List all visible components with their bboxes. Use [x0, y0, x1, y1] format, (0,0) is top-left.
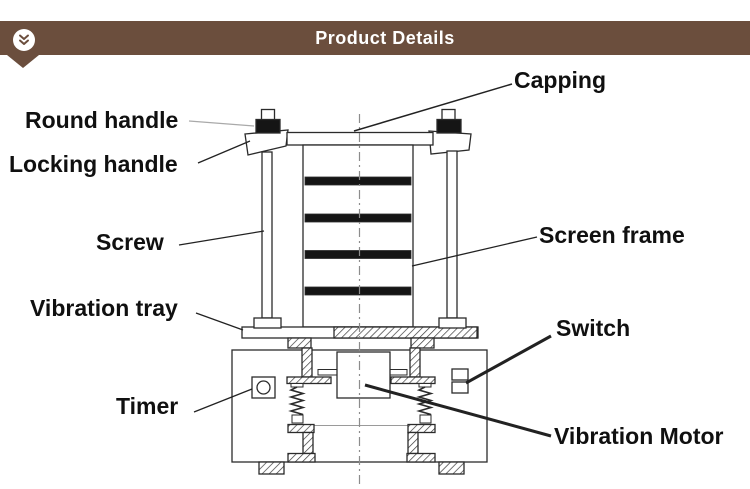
vibration-tray-hatch [333, 326, 478, 339]
timer-pointer-line [193, 388, 253, 413]
banner-ribbon-tail [7, 55, 39, 68]
spring-base-right [419, 414, 432, 424]
screen-frame-pointer-line [411, 236, 538, 267]
machine-foot-left [258, 461, 285, 475]
lower-flange-left [287, 423, 315, 434]
screen-frame-bar-4 [304, 286, 412, 296]
label-vibration-motor: Vibration Motor [554, 423, 724, 449]
screw-rod-left [261, 151, 273, 319]
screw-foot-right [438, 317, 467, 329]
screw-rod-right [446, 150, 458, 319]
column-lower-left [302, 431, 314, 455]
label-capping: Capping [514, 67, 606, 93]
bottom-flange-left [287, 452, 316, 463]
label-screen-frame: Screen frame [539, 222, 685, 248]
column-top-block-right [410, 337, 435, 349]
switch-button-bottom [451, 381, 469, 394]
bottom-flange-right [406, 452, 436, 463]
spring-base-left [291, 414, 304, 424]
product-details-banner: Product Details [0, 21, 750, 55]
timer-dial [256, 380, 271, 395]
round-handle-bolt-left [255, 118, 281, 134]
label-timer: Timer [116, 393, 179, 419]
label-switch: Switch [556, 315, 631, 341]
locking-handle-bracket-left [244, 129, 289, 156]
label-screw: Screw [96, 229, 164, 255]
column-upper-right [409, 347, 421, 378]
screen-frame-bar-2 [304, 213, 412, 223]
vibration-motor-pointer-line [364, 383, 552, 438]
locking-handle-pointer-line [197, 140, 251, 164]
double-chevron-down-icon [13, 29, 35, 51]
round-handle-bolt-cap-right [441, 108, 456, 122]
column-lower-right [407, 431, 419, 455]
screen-frame-stack [302, 144, 414, 328]
column-top-block-left [287, 337, 312, 349]
banner-title: Product Details [315, 27, 455, 48]
column-flange-right [390, 376, 436, 385]
screw-pointer-line [178, 230, 265, 246]
lower-flange-right [407, 423, 436, 434]
screw-foot-left [253, 317, 282, 329]
round-handle-pointer-line [188, 120, 255, 127]
capping-pointer-line [353, 83, 513, 132]
switch-pointer-line [465, 334, 552, 385]
switch-button-top [451, 368, 469, 381]
label-round-handle: Round handle [25, 107, 179, 133]
spring-left [288, 386, 306, 417]
label-vibration-tray: Vibration tray [30, 295, 178, 321]
spring-cap-left [290, 383, 304, 388]
screen-frame-bar-1 [304, 176, 412, 186]
round-handle-bolt-cap-left [260, 108, 276, 122]
screen-frame-bar-3 [304, 250, 412, 259]
column-flange-left [286, 376, 332, 385]
column-upper-left [301, 347, 313, 378]
machine-foot-right [438, 461, 465, 475]
round-handle-bolt-right [436, 118, 462, 134]
vibration-tray-pointer-line [195, 312, 244, 331]
spring-cap-right [418, 383, 432, 388]
label-locking-handle: Locking handle [9, 151, 178, 177]
